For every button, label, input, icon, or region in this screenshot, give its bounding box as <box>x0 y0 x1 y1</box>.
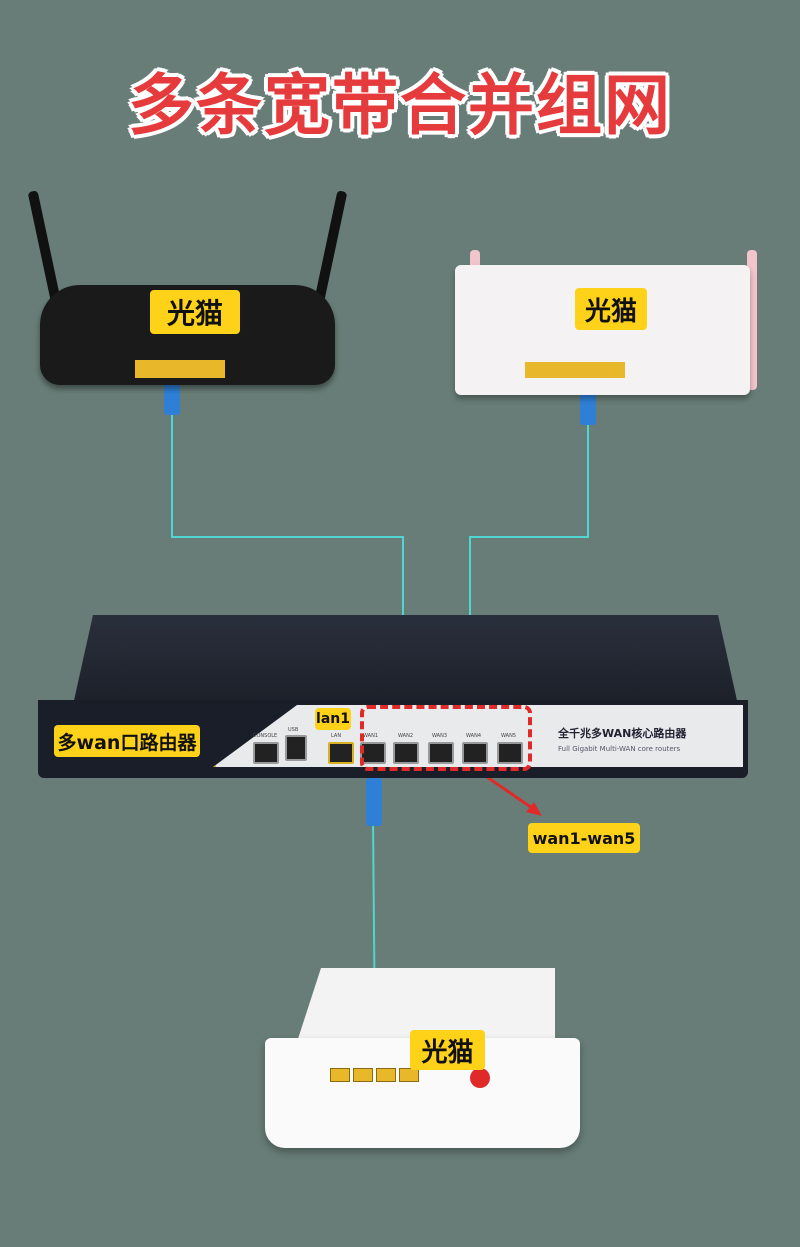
modem-1-label: 光猫 <box>150 290 240 334</box>
brand-en: Full Gigabit Multi-WAN core routers <box>558 745 681 753</box>
console-port[interactable] <box>253 742 279 764</box>
port-label-console: CONSOLE <box>253 733 278 739</box>
port-label-wan1: WAN1 <box>363 733 379 739</box>
port-label-wan5: WAN5 <box>501 733 517 739</box>
lan1-port[interactable] <box>328 742 354 764</box>
modem-3: 光猫 <box>265 968 580 1153</box>
port-label-wan3: WAN3 <box>432 733 448 739</box>
wan-highlight-box <box>360 705 532 771</box>
port-label-wan4: WAN4 <box>466 733 482 739</box>
wan3-port[interactable] <box>428 742 454 764</box>
port-label-wan2: WAN2 <box>398 733 414 739</box>
wan4-port[interactable] <box>462 742 488 764</box>
arrow-head <box>526 802 542 816</box>
wan5-port[interactable] <box>497 742 523 764</box>
router-label: 多wan口路由器 <box>54 725 200 757</box>
wan-range-label: wan1-wan5 <box>528 823 640 853</box>
router: 多wan口路由器 lan1 CONSOLE USB LAN WAN1 WAN2 … <box>38 615 748 780</box>
antenna <box>747 250 757 390</box>
modem-2-label: 光猫 <box>575 288 647 330</box>
lan1-label: lan1 <box>315 708 351 730</box>
modem-2: 光猫 <box>455 250 765 400</box>
brand-cn: 全千兆多WAN核心路由器 <box>558 727 687 740</box>
usb-port[interactable] <box>285 735 307 761</box>
modem-3-label: 光猫 <box>410 1030 485 1070</box>
wan2-port[interactable] <box>393 742 419 764</box>
page-title: 多条宽带合并组网 <box>128 67 672 144</box>
rj45-connector <box>366 778 382 826</box>
power-button[interactable] <box>470 1068 490 1088</box>
port-label-lan: LAN <box>331 733 342 739</box>
arrow-line <box>486 775 536 812</box>
modem-1: 光猫 <box>27 190 348 390</box>
port-label-usb: USB <box>288 727 299 733</box>
